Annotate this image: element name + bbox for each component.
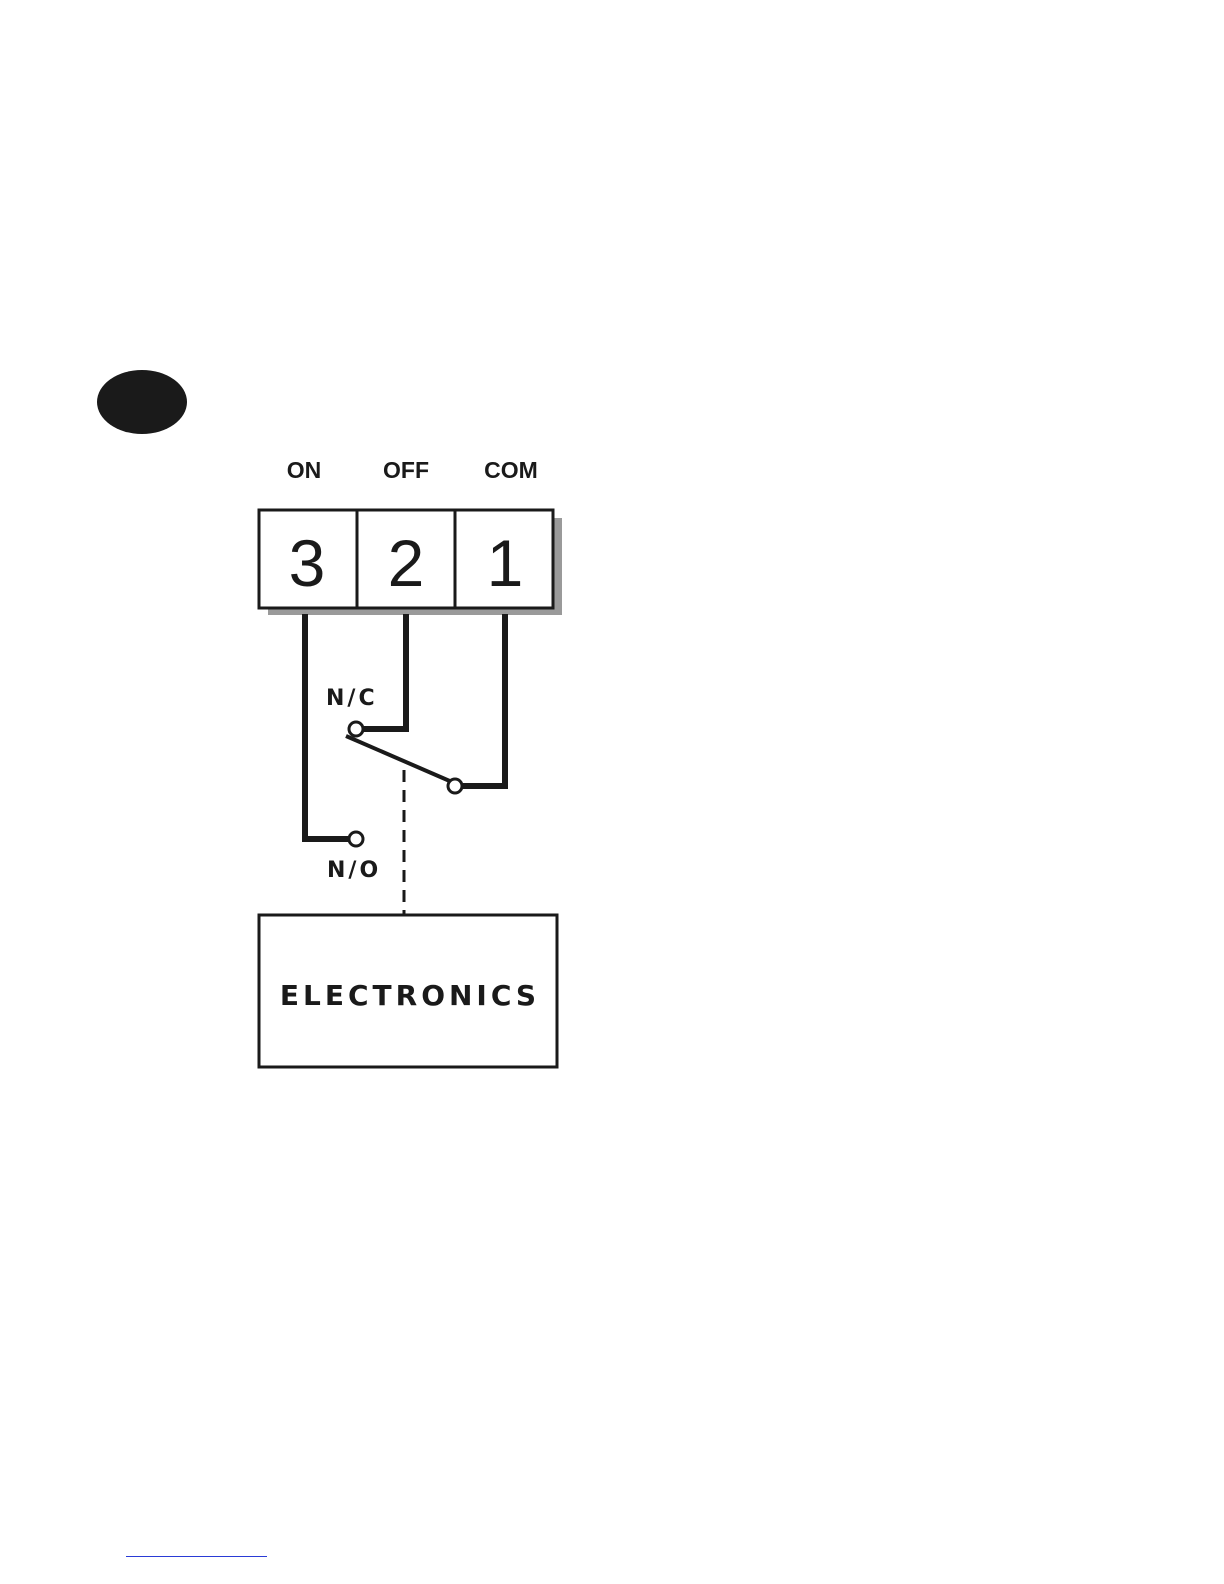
footer-rule bbox=[126, 1556, 267, 1557]
terminal-block: 3 2 1 bbox=[259, 510, 553, 608]
wire-on-to-no bbox=[305, 614, 349, 839]
terminal-number-3: 3 bbox=[289, 526, 326, 600]
com-pivot-point bbox=[448, 779, 462, 793]
no-label: N/O bbox=[327, 858, 381, 883]
terminal-number-1: 1 bbox=[487, 526, 524, 600]
no-contact-point bbox=[349, 832, 363, 846]
terminal-label-off: OFF bbox=[383, 457, 429, 483]
terminal-label-on: ON bbox=[287, 457, 322, 483]
terminal-number-2: 2 bbox=[388, 526, 425, 600]
nc-label: N/C bbox=[326, 686, 378, 711]
wire-com-to-pivot bbox=[462, 614, 505, 786]
switch-arm bbox=[346, 736, 452, 782]
terminal-label-com: COM bbox=[484, 457, 538, 483]
electronics-label: ELECTRONICS bbox=[280, 979, 540, 1012]
section-marker-oval bbox=[97, 370, 187, 434]
wire-off-to-nc bbox=[362, 614, 406, 729]
nc-contact-point bbox=[349, 722, 363, 736]
